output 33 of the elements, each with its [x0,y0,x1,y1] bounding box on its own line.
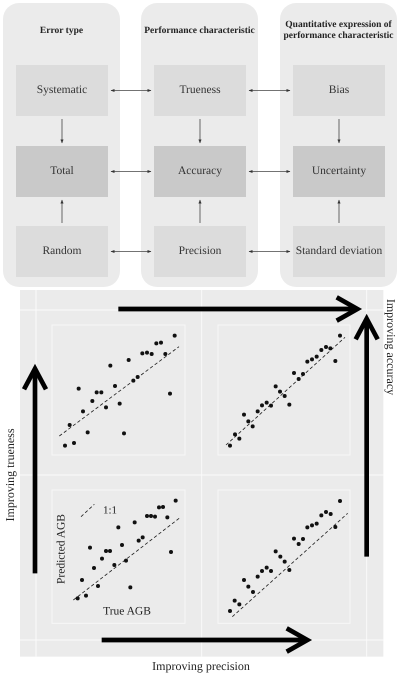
axis-label: Improving trueness [4,428,16,522]
term-box: Bias [293,65,385,116]
arrow [198,200,202,224]
arrow [337,118,341,144]
column-heading: Quantitative expression of performance characteristic [282,18,394,43]
arrow [337,200,341,224]
term-box: Systematic [16,65,108,116]
arrow [60,118,64,144]
axis-label: 1:1 [102,506,118,516]
term-box: Accuracy [154,146,246,197]
arrow [248,170,290,174]
axis-label: True AGB [103,606,151,618]
term-box: Precision [154,226,246,277]
axis-label: Predicted AGB [56,514,68,584]
axis-label: Improving accuracy [385,298,397,396]
term-box: Standard deviation [293,226,385,277]
arrow [198,118,202,144]
column-panel [280,3,397,287]
term-box: Total [16,146,108,197]
arrow [110,88,152,92]
term-box: Uncertainty [293,146,385,197]
term-box: Trueness [154,65,246,116]
axis-label: Improving precision [152,660,250,672]
arrow [110,170,152,174]
arrow [248,88,290,92]
arrow [110,250,152,254]
column-heading: Performance characteristic [143,25,256,38]
column-heading: Error type [38,25,84,38]
arrow [248,250,290,254]
arrow [60,200,64,224]
column-panel [141,3,258,287]
column-panel [3,3,120,287]
term-box: Random [16,226,108,277]
